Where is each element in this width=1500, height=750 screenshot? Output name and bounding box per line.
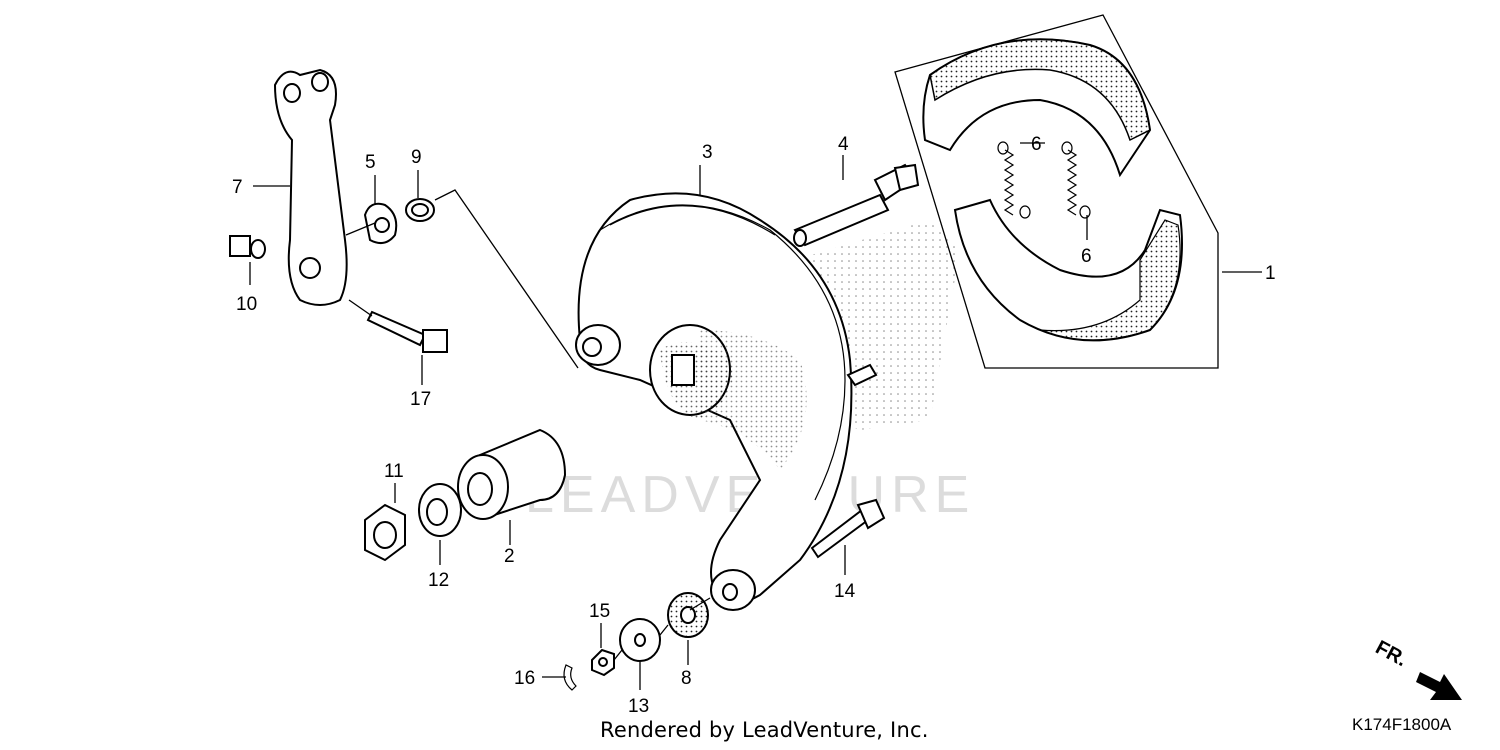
brake-shoe-set — [894, 14, 1219, 369]
callout-6b: 6 — [1081, 246, 1092, 267]
spring-right — [1061, 141, 1091, 219]
callout-11: 11 — [384, 461, 404, 482]
callout-14: 14 — [834, 581, 856, 602]
front-direction-indicator: FR. — [1372, 637, 1462, 700]
bolt-17 — [366, 310, 448, 353]
bolt-14 — [810, 498, 886, 559]
callout-7: 7 — [232, 177, 243, 198]
callout-13: 13 — [628, 696, 649, 717]
brake-cam-shaft — [793, 163, 920, 247]
render-credit: Rendered by LeadVenture, Inc. — [600, 718, 929, 742]
cotter-pin-16 — [563, 664, 577, 691]
washer-13 — [619, 618, 661, 662]
flange-nut-10 — [229, 235, 266, 259]
callout-4: 4 — [838, 134, 849, 155]
dust-seal — [405, 198, 435, 222]
callout-8: 8 — [681, 668, 692, 689]
direction-label: FR. — [1372, 637, 1411, 672]
diagram-code: K174F1800A — [1352, 715, 1452, 734]
front-arrow-icon — [1416, 672, 1462, 700]
brake-panel — [575, 192, 878, 611]
wear-indicator-plate — [363, 202, 398, 245]
castle-nut-15 — [591, 648, 615, 677]
callout-6a: 6 — [1031, 134, 1042, 155]
callout-2: 2 — [504, 546, 515, 567]
washer-12 — [418, 483, 462, 537]
callout-9: 9 — [411, 147, 422, 168]
callout-15: 15 — [589, 601, 610, 622]
callout-17: 17 — [410, 389, 431, 410]
lock-nut-11 — [364, 503, 406, 562]
leader-lines — [249, 142, 1262, 690]
spring-left — [997, 141, 1031, 219]
callout-12: 12 — [428, 570, 449, 591]
callout-5: 5 — [365, 152, 376, 173]
callout-1: 1 — [1265, 263, 1276, 284]
brake-arm — [273, 68, 348, 306]
rubber-bushing-8 — [667, 592, 709, 638]
callouts: 1 2 3 4 5 6 6 7 8 9 10 11 12 13 14 15 16… — [232, 134, 1276, 717]
callout-10: 10 — [236, 294, 257, 315]
collar-2 — [457, 428, 567, 520]
callout-3: 3 — [702, 142, 713, 163]
callout-16: 16 — [514, 668, 535, 689]
